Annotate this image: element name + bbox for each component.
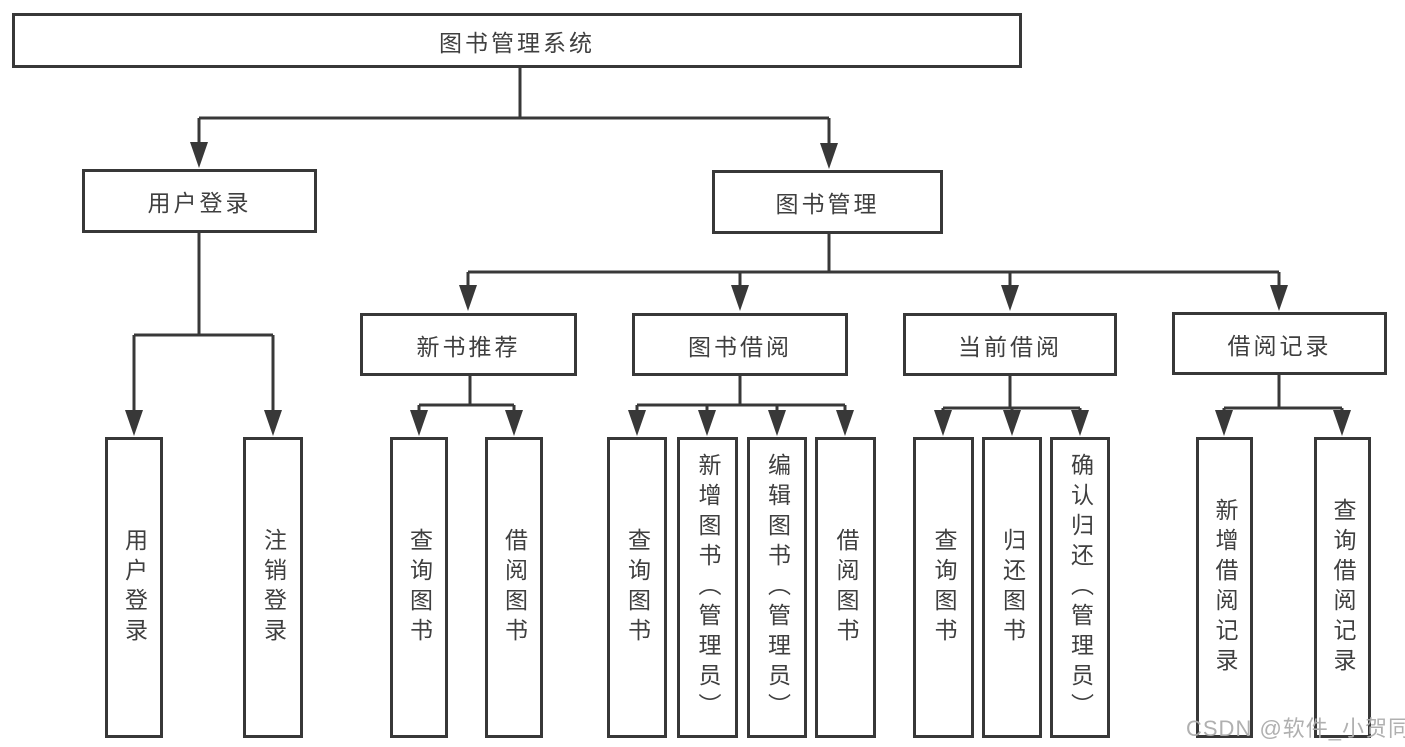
leaf-confirm-return-admin: 确认归还（管理员）: [1050, 437, 1110, 738]
node-new-book-recommend-label: 新书推荐: [416, 333, 521, 360]
connector-newbook-to-leaves: [417, 376, 516, 416]
leaf-query-books-current-label: 查询图书: [931, 527, 957, 648]
arrowheads: [125, 142, 1351, 436]
leaf-add-books-admin-label: 新增图书（管理员）: [695, 452, 721, 723]
arrowhead: [264, 410, 282, 436]
arrowhead: [505, 410, 523, 436]
node-current-borrowing-label: 当前借阅: [958, 333, 1062, 360]
node-current-borrowing: 当前借阅: [903, 313, 1117, 376]
node-library-management-system-label: 图书管理系统: [439, 29, 595, 56]
connector-borrowing-to-leaves: [635, 376, 847, 416]
node-borrowing-records: 借阅记录: [1172, 312, 1387, 375]
node-library-management-system: 图书管理系统: [12, 13, 1022, 68]
leaf-query-books-recommend-label: 查询图书: [406, 527, 433, 648]
leaf-borrow-books: 借阅图书: [815, 437, 876, 738]
leaf-logout: 注销登录: [243, 437, 303, 738]
node-borrowing-records-label: 借阅记录: [1227, 332, 1332, 359]
leaf-edit-books-admin-label: 编辑图书（管理员）: [764, 452, 791, 723]
leaf-query-books-borrowing: 查询图书: [607, 437, 667, 738]
arrowhead: [410, 410, 428, 436]
arrowhead: [1001, 285, 1019, 311]
csdn-watermark: CSDN @软件_小贺同学: [1186, 716, 1405, 741]
leaf-add-books-admin: 新增图书（管理员）: [677, 437, 738, 738]
leaf-add-borrow-record: 新增借阅记录: [1196, 437, 1253, 738]
arrowhead: [1003, 410, 1021, 436]
node-new-book-recommend: 新书推荐: [360, 313, 577, 376]
leaf-query-borrow-record: 查询借阅记录: [1314, 437, 1371, 738]
leaf-logout-label: 注销登录: [260, 527, 287, 648]
leaf-query-borrow-record-label: 查询借阅记录: [1330, 497, 1356, 678]
arrowhead: [1215, 410, 1233, 436]
leaf-user-login-label: 用户登录: [121, 527, 148, 648]
leaf-query-books-recommend: 查询图书: [390, 437, 448, 738]
leaf-add-borrow-record-label: 新增借阅记录: [1212, 497, 1238, 678]
leaf-confirm-return-admin-label: 确认归还（管理员）: [1067, 452, 1094, 723]
arrowhead: [459, 285, 477, 311]
leaf-user-login: 用户登录: [105, 437, 163, 738]
leaf-query-books-borrowing-label: 查询图书: [624, 527, 651, 648]
leaf-borrow-books-label: 借阅图书: [833, 527, 859, 648]
arrowhead: [934, 410, 952, 436]
arrowhead: [731, 285, 749, 311]
arrowhead: [1270, 285, 1288, 311]
connector-userlogin-to-leaves: [132, 233, 275, 416]
connector-group: [132, 68, 1344, 416]
arrowhead: [698, 410, 716, 436]
arrowhead: [1071, 410, 1089, 436]
arrowhead: [628, 410, 646, 436]
arrowhead: [125, 410, 143, 436]
arrowhead: [190, 142, 208, 168]
node-book-borrowing-label: 图书借阅: [688, 333, 792, 360]
leaf-query-books-current: 查询图书: [913, 437, 974, 738]
arrowhead: [820, 143, 838, 169]
leaf-return-books-label: 归还图书: [999, 527, 1026, 648]
node-book-borrowing: 图书借阅: [632, 313, 848, 376]
node-book-management-label: 图书管理: [775, 191, 880, 217]
leaf-edit-books-admin: 编辑图书（管理员）: [747, 437, 807, 738]
node-book-management: 图书管理: [712, 170, 943, 234]
arrowhead: [1333, 410, 1351, 436]
node-user-login: 用户登录: [82, 169, 317, 233]
leaf-borrow-books-recommend-label: 借阅图书: [501, 527, 528, 648]
node-user-login-label: 用户登录: [147, 190, 252, 216]
connector-bookmgmt-to-level2: [466, 234, 1281, 291]
arrowhead: [768, 410, 786, 436]
leaf-return-books: 归还图书: [982, 437, 1042, 738]
arrowhead: [836, 410, 854, 436]
connector-root-to-level1: [197, 68, 831, 149]
connector-records-to-leaves: [1222, 375, 1344, 416]
leaf-borrow-books-recommend: 借阅图书: [485, 437, 543, 738]
